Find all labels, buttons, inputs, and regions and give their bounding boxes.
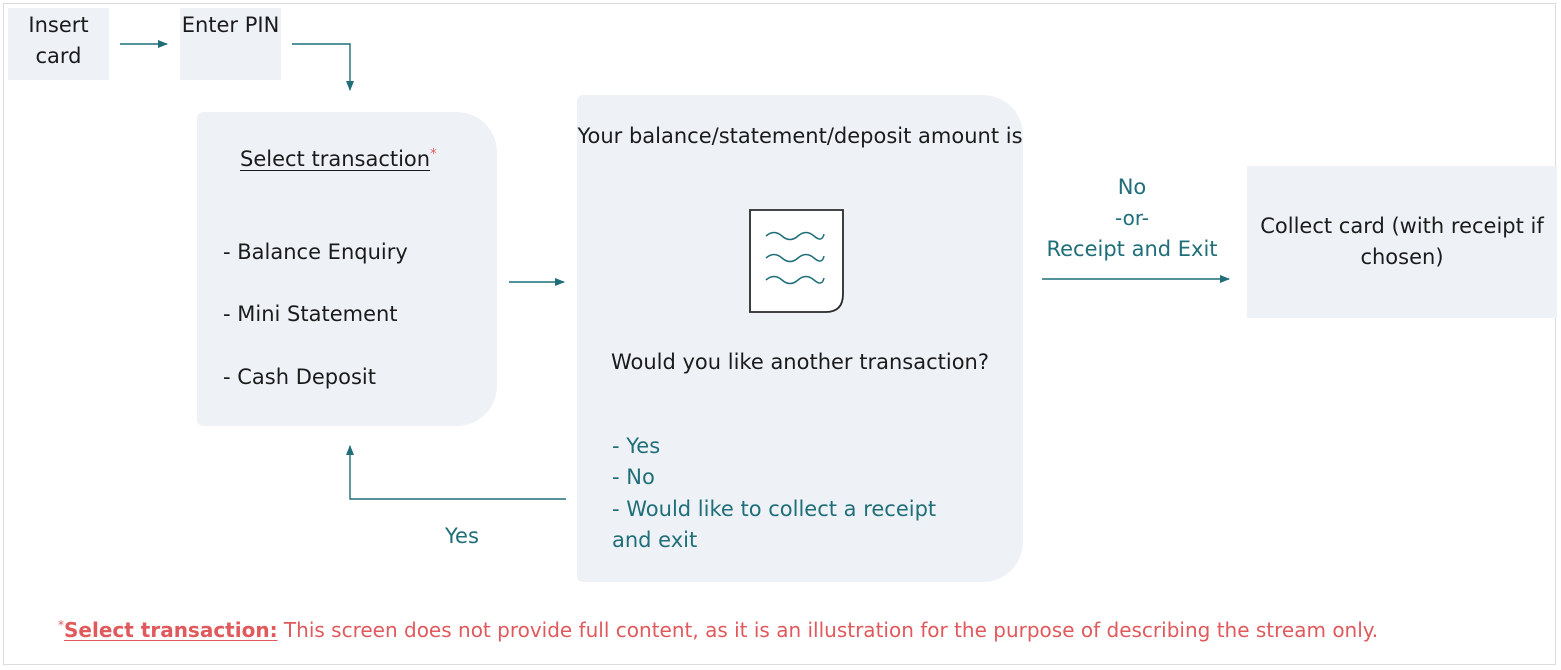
footnote-text: This screen does not provide full conten… <box>277 618 1379 642</box>
arrow-pin-to-select <box>292 43 354 91</box>
option-mini-statement: - Mini Statement <box>223 302 398 326</box>
insert-card-label: Insert card <box>28 13 89 68</box>
arrow-loop-back-yes <box>346 445 566 500</box>
enter-pin-box <box>180 8 281 80</box>
receipt-icon <box>749 209 844 313</box>
option-cash-deposit: - Cash Deposit <box>223 365 376 389</box>
another-transaction-question: Would you like another transaction? <box>610 350 990 374</box>
footnote-term: Select transaction: <box>64 618 278 642</box>
select-transaction-title: Select transaction* <box>240 147 437 171</box>
exit-no-label: No <box>1117 175 1147 199</box>
insert-card-box <box>8 8 109 80</box>
balance-screen-box <box>577 95 1023 582</box>
loop-back-yes-label: Yes <box>445 524 479 548</box>
balance-message: Your balance/statement/deposit amount is <box>577 124 1023 148</box>
footnote: *Select transaction: This screen does no… <box>58 618 1379 642</box>
diagram-frame <box>3 3 1556 665</box>
select-transaction-box <box>197 112 497 426</box>
answer-yes: - Yes <box>612 434 661 458</box>
collect-card-box <box>1247 166 1557 318</box>
collect-card-label: Collect card (with receipt if chosen) <box>1260 214 1544 269</box>
option-balance-enquiry: - Balance Enquiry <box>223 240 408 264</box>
exit-receipt-label: Receipt and Exit <box>1046 237 1218 261</box>
answer-collect-receipt-cont: and exit <box>612 528 698 552</box>
exit-or-label: -or- <box>1115 206 1149 230</box>
answer-no: - No <box>612 465 655 489</box>
answer-collect-receipt: - Would like to collect a receipt <box>612 497 937 521</box>
select-transaction-title-text: Select transaction <box>240 147 431 171</box>
enter-pin-label: Enter PIN <box>181 13 280 37</box>
